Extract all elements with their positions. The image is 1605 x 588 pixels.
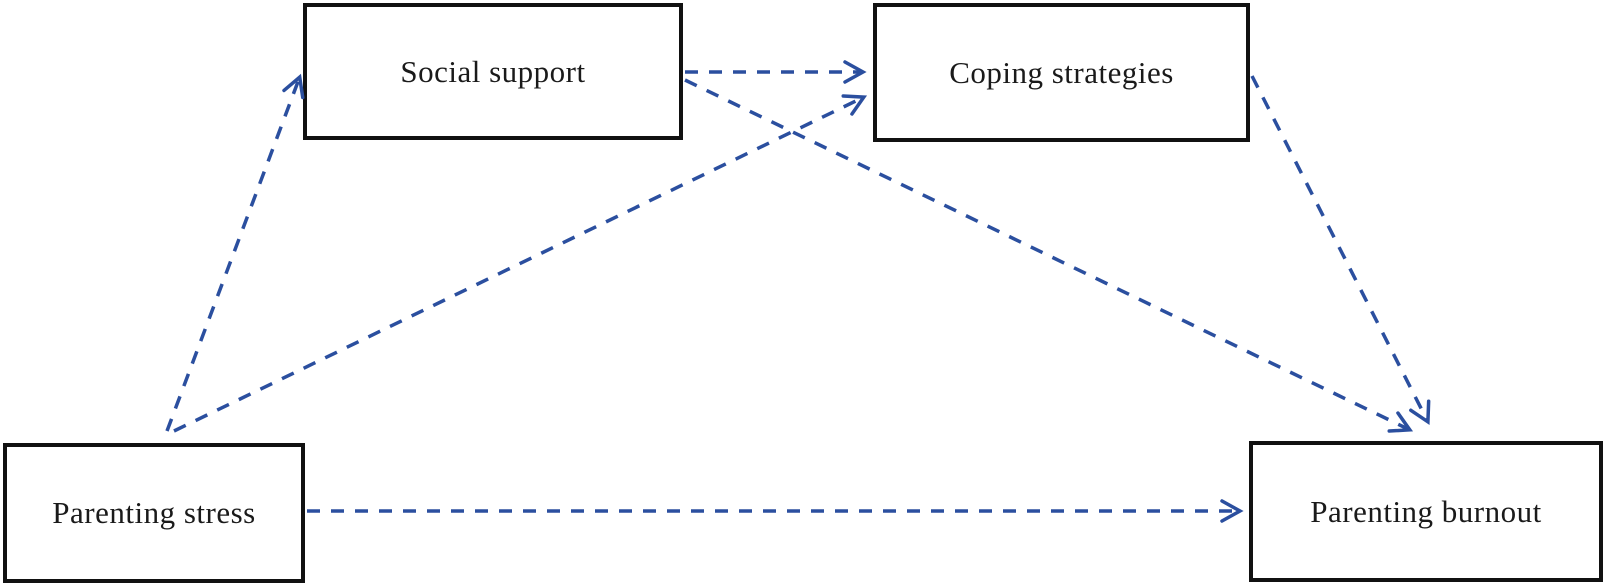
edge-parenting-stress-to-coping-strategies (173, 94, 868, 433)
node-parenting-stress-label: Parenting stress (52, 495, 256, 530)
node-parenting-burnout-label: Parenting burnout (1310, 493, 1542, 529)
node-parenting-burnout: Parenting burnout (1249, 441, 1603, 582)
node-coping-strategies-label: Coping strategies (949, 54, 1174, 90)
node-social-support-label: Social support (400, 53, 586, 89)
node-parenting-stress: Parenting stress (3, 443, 305, 583)
edge-coping-strategies-to-parenting-burnout (1250, 75, 1431, 425)
node-social-support: Social support (303, 3, 683, 140)
node-coping-strategies: Coping strategies (873, 3, 1250, 142)
edge-parenting-stress-to-social-support (165, 73, 305, 432)
